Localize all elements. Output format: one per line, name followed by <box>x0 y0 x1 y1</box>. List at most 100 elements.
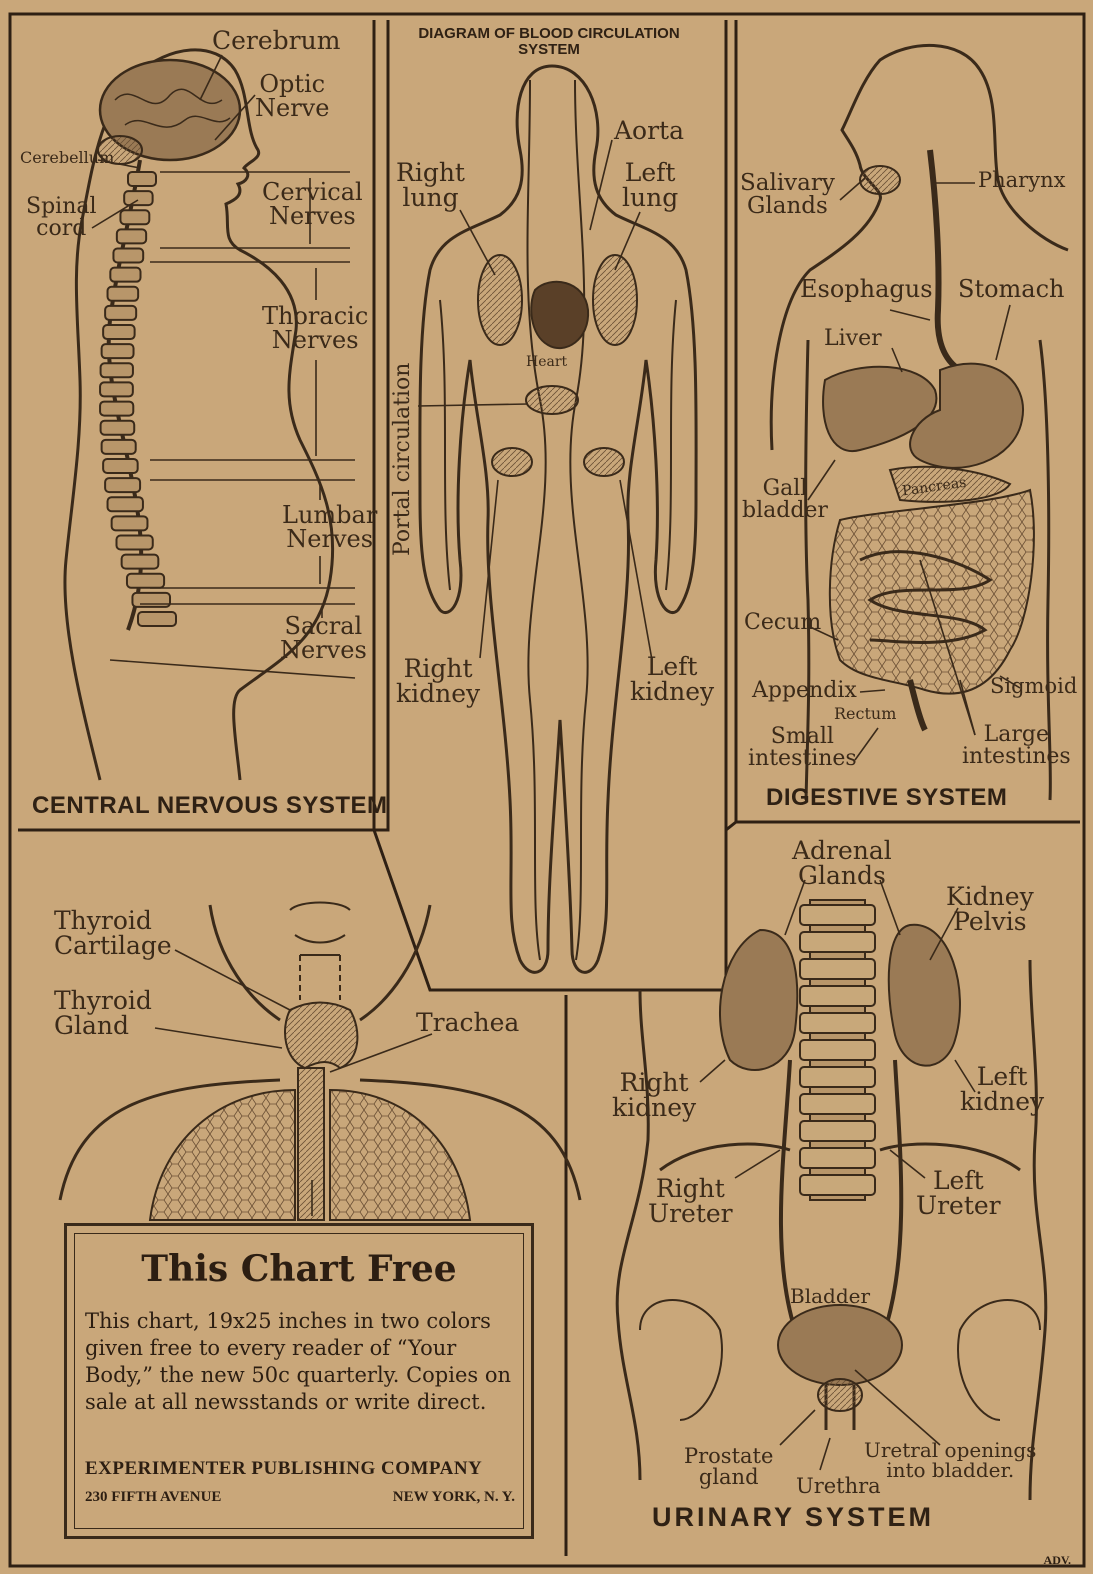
body-left-outline <box>617 990 648 1480</box>
lumbar-vertebra <box>800 905 875 925</box>
vertebra <box>102 440 136 454</box>
ad-body-text: This chart, 19x25 inches in two colors g… <box>85 1308 517 1416</box>
left-lung-shape <box>330 1090 470 1220</box>
label-left-ureter: Left Ureter <box>916 1168 1001 1218</box>
label-thyroid-cartilage: Thyroid Cartilage <box>54 908 172 958</box>
label-gall-bladder: Gall bladder <box>742 478 828 522</box>
urinary-system-title: URINARY SYSTEM <box>652 1502 934 1533</box>
lumbar-vertebra <box>800 1067 875 1087</box>
ad-street-address: 230 FIFTH AVENUE <box>85 1489 221 1506</box>
right-kidney-shape <box>492 448 532 476</box>
vertebra <box>116 535 152 549</box>
vertebra <box>102 344 134 358</box>
vertebra <box>124 191 152 205</box>
advertisement-box: This Chart Free This chart, 19x25 inches… <box>64 1223 534 1539</box>
right-kidney-shape <box>720 930 797 1070</box>
label-pharynx: Pharynx <box>978 170 1065 191</box>
label-bladder: Bladder <box>790 1286 870 1306</box>
label-appendix: Appendix <box>752 680 857 702</box>
salivary-shape <box>860 166 900 194</box>
label-adrenal-glands: Adrenal Glands <box>792 838 892 888</box>
thyroid-organs <box>150 903 470 1221</box>
label-salivary-glands: Salivary Glands <box>740 172 835 218</box>
label-left-lung: Left lung <box>622 160 678 210</box>
label-aorta: Aorta <box>614 118 684 143</box>
left-ureter-shape <box>885 1060 901 1330</box>
vertebra <box>120 210 149 224</box>
portal-organ-shape <box>526 386 578 414</box>
ad-headline: This Chart Free <box>67 1248 531 1290</box>
label-large-intestines: Large intestines <box>962 724 1071 768</box>
brain <box>98 60 240 164</box>
vertebra <box>100 402 133 416</box>
trachea-shape <box>298 1068 324 1220</box>
vertebra <box>113 249 143 263</box>
lumbar-vertebra <box>800 959 875 979</box>
label-portal-circulation: Portal circulation <box>392 363 414 556</box>
lumbar-vertebra <box>800 1121 875 1141</box>
label-prostate-gland: Prostate gland <box>684 1446 773 1488</box>
urinary-organs <box>640 900 1040 1430</box>
vein-left <box>528 80 546 960</box>
body-right-outline <box>1030 960 1046 1500</box>
chin-lines <box>290 903 350 956</box>
label-urinary-right-kidney: Right kidney <box>612 1070 696 1120</box>
label-urinary-left-kidney: Left kidney <box>960 1064 1044 1114</box>
vertebra <box>101 421 135 435</box>
label-right-ureter: Right Ureter <box>648 1176 733 1226</box>
label-liver: Liver <box>824 328 882 350</box>
vertebra <box>127 574 164 588</box>
left-kidney-shape <box>889 925 960 1066</box>
label-sigmoid: Sigmoid <box>990 676 1077 697</box>
nervous-system-title: CENTRAL NERVOUS SYSTEM <box>32 792 388 820</box>
vertebra <box>101 363 133 377</box>
label-trachea: Trachea <box>416 1010 519 1035</box>
label-sacral-nerves: Sacral Nerves <box>280 614 367 662</box>
cartilage-dashes <box>300 955 340 1000</box>
label-spinal-cord: Spinal cord <box>26 196 97 240</box>
ad-publisher: EXPERIMENTER PUBLISHING COMPANY <box>85 1458 482 1480</box>
vertebra <box>103 459 138 473</box>
label-thyroid-gland: Thyroid Gland <box>54 988 152 1038</box>
label-stomach: Stomach <box>958 277 1065 301</box>
label-small-intestines: Small intestines <box>748 726 857 770</box>
label-cecum: Cecum <box>744 612 821 634</box>
heart-shape <box>531 282 588 348</box>
lumbar-vertebra <box>800 1013 875 1033</box>
lumbar-vertebra <box>800 1148 875 1168</box>
circulation-title: DIAGRAM OF BLOOD CIRCULATION SYSTEM <box>378 26 720 58</box>
right-lung-shape <box>478 255 522 345</box>
label-cerebrum: Cerebrum <box>212 28 340 53</box>
label-right-kidney: Right kidney <box>396 656 480 706</box>
label-heart: Heart <box>526 355 567 369</box>
spinal-column <box>100 160 176 630</box>
label-left-kidney: Left kidney <box>630 654 714 704</box>
lumbar-vertebra <box>800 1094 875 1114</box>
label-uretral-openings: Uretral openings into bladder. <box>864 1440 1036 1480</box>
lumbar-vertebra <box>800 986 875 1006</box>
large-intestine-shape <box>830 490 1034 694</box>
lumbar-vertebrae <box>800 905 875 1195</box>
label-cerebellum: Cerebellum <box>20 150 114 166</box>
label-optic-nerve: Optic Nerve <box>255 72 329 120</box>
right-lung-shape <box>150 1090 295 1220</box>
vertebra <box>100 382 133 396</box>
vertebra <box>122 555 159 569</box>
thyroid-gland-shape <box>285 1003 357 1069</box>
label-cervical-nerves: Cervical Nerves <box>262 180 363 228</box>
artery-right <box>570 80 587 960</box>
vertebra <box>103 325 134 339</box>
label-thoracic-nerves: Thoracic Nerves <box>262 304 368 352</box>
vertebra <box>105 478 140 492</box>
vertebrae <box>100 172 176 626</box>
label-lumbar-nerves: Lumbar Nerves <box>282 503 377 551</box>
bladder-shape <box>778 1305 902 1385</box>
vertebra <box>128 172 156 186</box>
vertebra <box>105 306 136 320</box>
lumbar-vertebra <box>800 1040 875 1060</box>
lumbar-vertebra <box>800 932 875 952</box>
adv-mark: ADV. <box>1044 1553 1071 1568</box>
vertebra <box>108 287 139 301</box>
vertebra <box>108 497 143 511</box>
lumbar-vertebra <box>800 1175 875 1195</box>
